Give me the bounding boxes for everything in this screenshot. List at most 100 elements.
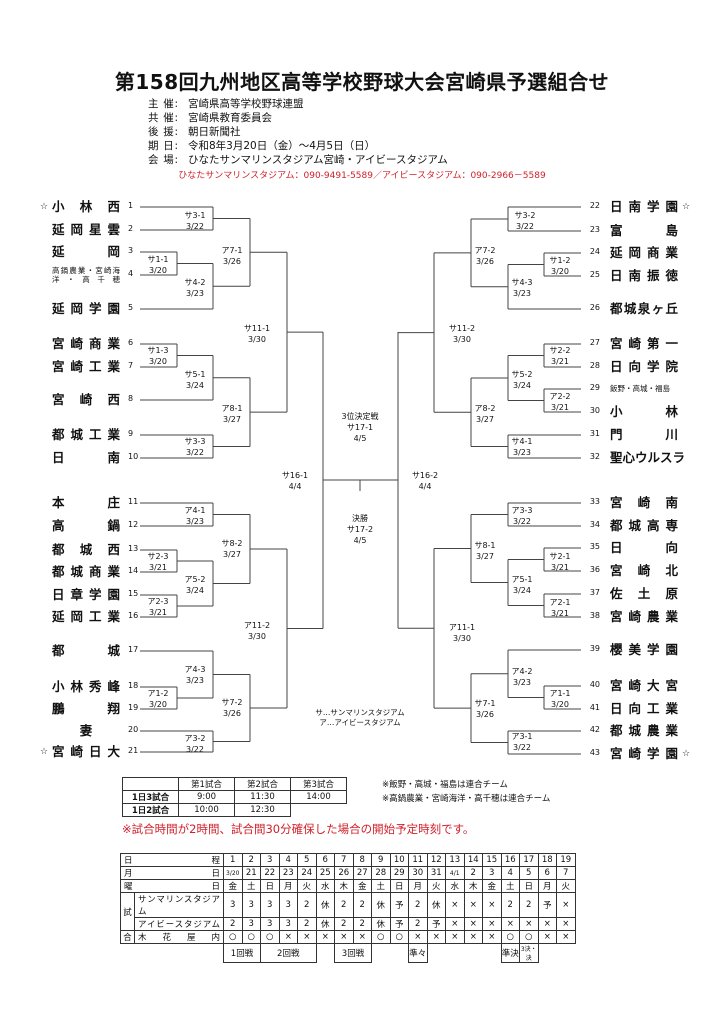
match-date: 3/24 — [186, 381, 204, 390]
schedule-cell: 29 — [389, 866, 409, 880]
team-number: 31 — [589, 429, 600, 438]
match-date: 4/4 — [418, 482, 432, 491]
team-name: 宮崎農業 — [610, 609, 678, 624]
team-name: 小林西 — [52, 199, 120, 214]
match-date: 3/21 — [551, 403, 569, 412]
team-name: 飯野・高城・福島 — [610, 384, 670, 393]
times-header-cell: 第2試合 — [234, 777, 291, 791]
schedule-cell: 2 — [223, 917, 243, 931]
match-code: サ11-1 — [243, 324, 271, 333]
schedule-cell: 2 — [408, 917, 428, 931]
stage-label: 3決・決 — [519, 943, 539, 963]
schedule-cell: 15 — [482, 853, 502, 867]
seed-star-icon: ☆ — [682, 202, 691, 212]
times-header-cell — [122, 777, 179, 791]
schedule-cell: 10 — [389, 853, 409, 867]
schedule-cell: 休 — [315, 892, 335, 918]
final-label: 決勝 サ17-2 4/5 — [320, 513, 400, 546]
schedule-cell: 2 — [408, 892, 428, 918]
schedule-cell: 2 — [500, 892, 520, 918]
team-number: 6 — [128, 338, 134, 347]
schedule-row-label: 月日 — [120, 866, 224, 880]
schedule-cell: 水 — [315, 879, 335, 893]
schedule-cell: 月 — [408, 879, 428, 893]
schedule-row-label: サンマリンスタジアム — [134, 892, 224, 918]
team-name: 櫻美学園 — [610, 642, 678, 657]
team-name: 本庄 — [52, 495, 120, 510]
schedule-cell: 17 — [519, 853, 539, 867]
seed-star-icon: ☆ — [40, 747, 49, 757]
schedule-cell: 9 — [371, 853, 391, 867]
team-number: 25 — [589, 270, 600, 279]
schedule-cell: 2 — [241, 853, 261, 867]
info-value: 朝日新聞社 — [188, 126, 241, 138]
match-code: ア3-2 — [184, 734, 206, 743]
schedule-cell: 26 — [334, 866, 354, 880]
schedule-cell: × — [408, 930, 428, 944]
match-code: サ3-2 — [514, 211, 536, 220]
match-date: 3/23 — [186, 289, 204, 298]
match-code: サ3-3 — [184, 437, 206, 446]
info-key: 後 援: — [148, 126, 178, 138]
schedule-cell-empty — [316, 944, 335, 963]
seed-star-icon: ☆ — [40, 202, 49, 212]
match-date: 3/30 — [453, 634, 471, 643]
schedule-cell: × — [297, 930, 317, 944]
match-code: ア8-1 — [221, 404, 243, 413]
schedule-cell: × — [426, 930, 446, 944]
match-date: 3/26 — [476, 710, 494, 719]
times-cell: 12:30 — [234, 803, 291, 817]
match-date: 3/22 — [513, 743, 531, 752]
schedule-cell: 21 — [241, 866, 261, 880]
schedule-cell: ○ — [260, 930, 280, 944]
team-name: 都城西 — [52, 542, 120, 557]
schedule-cell: × — [334, 930, 354, 944]
team-number: 3 — [128, 246, 134, 255]
match-date: 3/23 — [513, 448, 531, 457]
team-number: 15 — [128, 589, 139, 598]
team-number: 30 — [589, 406, 600, 415]
schedule-cell: 予 — [389, 892, 409, 918]
match-date: 3/27 — [223, 415, 241, 424]
schedule-cell: 土 — [500, 879, 520, 893]
team-number: 2 — [128, 224, 134, 233]
team-number: 17 — [128, 645, 139, 654]
info-period: 期 日:令和8年3月20日（金）～4月5日（日） — [148, 139, 375, 153]
team-name: 日南学園 — [610, 199, 678, 214]
team-number: 26 — [589, 303, 600, 312]
schedule-cell: 土 — [241, 879, 261, 893]
info-value: 宮崎県高等学校野球連盟 — [188, 98, 304, 110]
schedule-cell-empty — [427, 944, 501, 963]
match-date: 3/21 — [149, 608, 167, 617]
match-code: ア4-1 — [184, 506, 206, 515]
team-name: 延岡工業 — [52, 609, 120, 624]
team-name: 延岡星雲 — [52, 222, 120, 237]
schedule-cell: 木 — [463, 879, 483, 893]
schedule-cell: 3 — [223, 892, 243, 918]
team-name: 都城泉ヶ丘 — [610, 301, 678, 316]
team-number: 4 — [128, 269, 134, 278]
match-date: 3/26 — [223, 257, 241, 266]
schedule-cell: 18 — [537, 853, 557, 867]
schedule-cell: × — [556, 892, 576, 918]
schedule-cell: × — [556, 930, 576, 944]
schedule-cell: 28 — [371, 866, 391, 880]
times-cell: 11:30 — [234, 790, 291, 804]
schedule-cell: 4 — [500, 866, 520, 880]
team-name: 延岡 — [52, 244, 120, 259]
schedule-cell: × — [315, 930, 335, 944]
match-date: 3/24 — [513, 381, 531, 390]
schedule-weekday-row: 曜日金土日月火水木金土日月火水木金土日月火 — [120, 879, 576, 893]
schedule-cell: 5 — [297, 853, 317, 867]
schedule-cell: 予 — [426, 917, 446, 931]
